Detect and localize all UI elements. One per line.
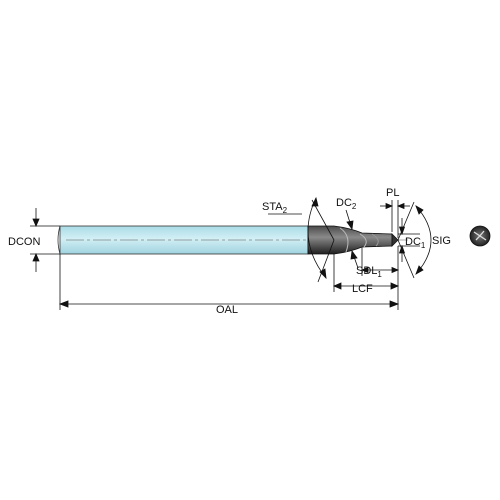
dc1-text: DC xyxy=(405,236,421,248)
dc1-subscript: 1 xyxy=(421,241,426,250)
dcon-label: DCON xyxy=(8,236,40,248)
pl-label: PL xyxy=(386,187,399,199)
oal-dimension xyxy=(58,246,400,310)
sta2-label: STA2 xyxy=(262,201,288,215)
lcf-label: LCF xyxy=(352,283,373,295)
sta2-text: STA xyxy=(262,201,283,213)
sig-angle xyxy=(397,201,432,279)
oal-label: OAL xyxy=(216,304,238,316)
sdl1-dimension xyxy=(360,247,400,276)
dc2-text: DC xyxy=(336,197,352,209)
sdl1-label: SDL1 xyxy=(356,265,382,279)
sdl1-subscript: 1 xyxy=(377,270,382,279)
dc2-dimension xyxy=(345,209,359,269)
sta2-subscript: 2 xyxy=(283,206,288,215)
cutting-head xyxy=(307,225,399,255)
dc2-subscript: 2 xyxy=(352,202,357,211)
sdl1-text: SDL xyxy=(356,265,377,277)
dc1-label: DC1 xyxy=(405,236,426,250)
sta2-angle xyxy=(268,196,335,283)
dcon-dimension xyxy=(30,208,60,272)
dc2-label: DC2 xyxy=(336,197,357,211)
end-view-icon xyxy=(469,225,491,247)
lcf-dimension xyxy=(332,254,400,292)
pl-dimension xyxy=(380,200,410,238)
sig-label: SIG xyxy=(432,235,451,247)
